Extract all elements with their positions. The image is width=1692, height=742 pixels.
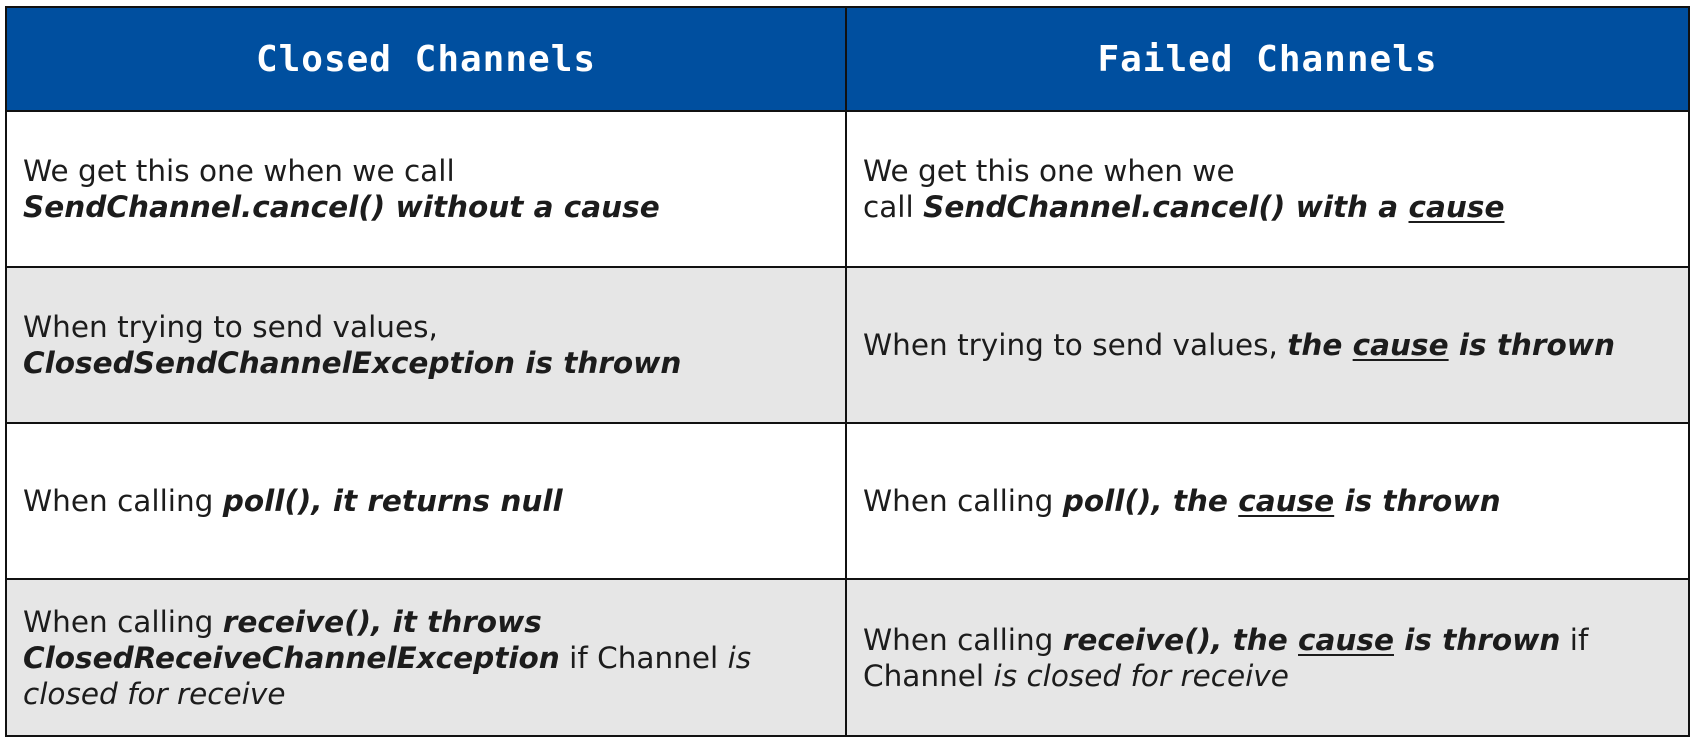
cell-text: Channel [863, 658, 994, 693]
cell-emphasis: ClosedSendChannelException is thrown [23, 346, 682, 380]
cell-emphasis: is thrown [1448, 328, 1615, 362]
cell-text: When calling [863, 622, 1063, 657]
cell-italic: is closed for receive [993, 658, 1289, 693]
cell-emphasis: the [1287, 328, 1353, 362]
cell-emphasis-underlined: cause [1298, 622, 1394, 657]
table-row: When trying to send values,ClosedSendCha… [5, 266, 1690, 424]
cell-emphasis: is thrown [1334, 484, 1501, 518]
cell-emphasis: poll(), it returns null [222, 484, 563, 518]
cell-emphasis: ClosedReceiveChannelException [23, 640, 560, 675]
cell-text: When trying to send values, [863, 328, 1288, 362]
cell-text: When calling [863, 484, 1063, 518]
cell-emphasis: SendChannel.cancel() with a [923, 190, 1409, 224]
cell-emphasis: poll(), the [1062, 484, 1239, 518]
failed-cell-poll: When calling poll(), the cause is thrown [845, 422, 1690, 580]
cell-italic: is closed for receive [23, 640, 752, 711]
header-failed-channels: Failed Channels [845, 6, 1690, 112]
cell-emphasis: is thrown [1393, 622, 1561, 657]
cell-text: When calling [23, 604, 223, 639]
failed-cell-send: When trying to send values, the cause is… [845, 266, 1690, 424]
cell-emphasis: SendChannel.cancel() without a cause [23, 190, 660, 224]
cell-text: if Channel [559, 640, 728, 675]
failed-cell-receive: When calling receive(), the cause is thr… [845, 578, 1690, 737]
cell-text: call [863, 190, 924, 224]
closed-cell-poll: When calling poll(), it returns null [5, 422, 847, 580]
comparison-table: Closed Channels Failed Channels We get t… [5, 6, 1690, 737]
closed-cell-send: When trying to send values,ClosedSendCha… [5, 266, 847, 424]
cell-text: if [1560, 622, 1589, 657]
table-row: When calling poll(), it returns null Whe… [5, 422, 1690, 580]
cell-text: When trying to send values, [23, 310, 438, 344]
cell-emphasis-underlined: cause [1238, 484, 1335, 518]
cell-emphasis: receive(), it throws [222, 604, 542, 639]
header-closed-channels: Closed Channels [5, 6, 847, 112]
cell-emphasis-underlined: cause [1352, 328, 1449, 362]
cell-emphasis-underlined: cause [1408, 190, 1505, 224]
cell-text: We get this one when we call [23, 154, 455, 188]
header-row: Closed Channels Failed Channels [5, 6, 1690, 112]
cell-text: We get this one when we [863, 154, 1235, 188]
cell-text: When calling [23, 484, 223, 518]
cell-emphasis: receive(), the [1062, 622, 1299, 657]
